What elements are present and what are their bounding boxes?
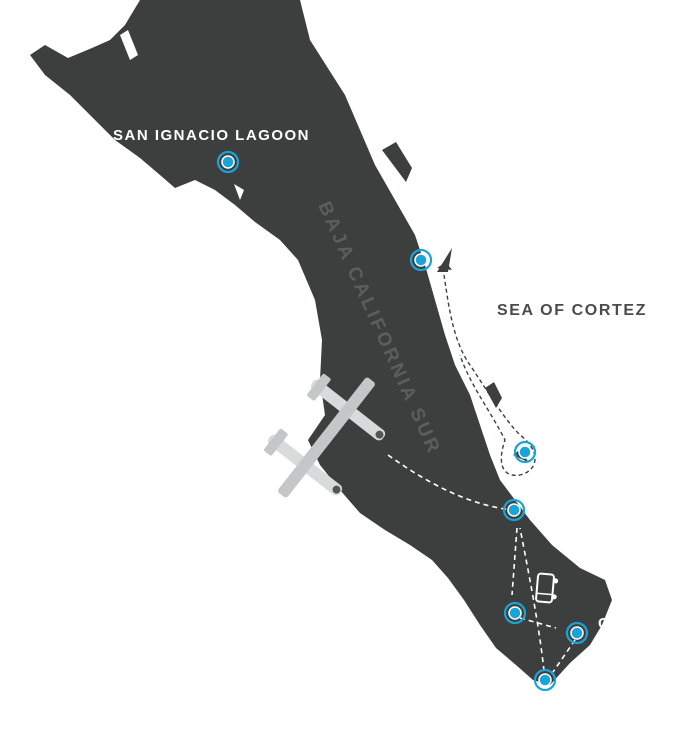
label-sea-of-cortez: SEA OF CORTEZ [497,302,647,319]
marker-la-paz[interactable] [502,498,526,522]
island-south [485,382,502,408]
seaplane-icon [307,373,386,443]
marker-cabo-san-lucas[interactable] [533,668,557,692]
label-cabo: C [598,615,610,632]
baja-peninsula [30,0,612,685]
ground-route-cabo [552,639,576,673]
marker-san-ignacio[interactable] [216,150,240,174]
ground-route-return [519,527,546,681]
marker-cabo[interactable] [565,621,589,645]
arrow-icon [437,248,452,272]
bay-notch [120,30,138,60]
marker-island[interactable] [513,440,537,464]
seaplane-icon [264,428,343,498]
flight-route [387,454,513,511]
marker-todos-santos[interactable] [503,601,527,625]
ground-route-east [519,617,557,629]
marker-mulege[interactable] [409,248,433,272]
label-la-paz: LA [533,503,556,520]
label-san-ignacio-lagoon: SAN IGNACIO LAGOON [113,127,310,144]
ground-route-south [511,527,518,596]
van-icon [535,572,559,604]
island-north [382,142,412,182]
arrow-icon [234,184,244,200]
